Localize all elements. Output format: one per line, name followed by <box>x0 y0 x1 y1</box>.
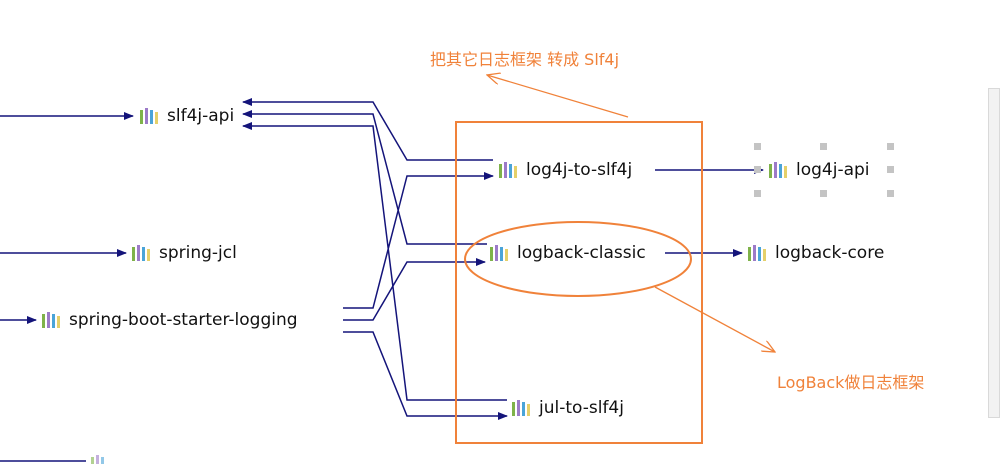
convert-note-text: 把其它日志框架 转成 Slf4j <box>430 50 620 69</box>
node-label: spring-boot-starter-logging <box>69 310 298 330</box>
maven-library-icon <box>499 162 517 178</box>
maven-library-icon <box>42 312 60 328</box>
node-label: spring-jcl <box>159 243 237 263</box>
selection-handle[interactable] <box>887 143 894 150</box>
maven-library-icon <box>490 245 508 261</box>
selection-handle[interactable] <box>820 190 827 197</box>
node-log4j-api[interactable]: log4j-api <box>768 158 870 182</box>
edge-starter-to-jul-to-slf4j <box>343 331 508 420</box>
selection-handle[interactable] <box>754 190 761 197</box>
node-jul-to-slf4j[interactable]: jul-to-slf4j <box>511 396 624 420</box>
node-slf4j-api[interactable]: slf4j-api <box>139 104 234 128</box>
selection-handle[interactable] <box>887 190 894 197</box>
maven-library-icon <box>132 245 150 261</box>
node-label: slf4j-api <box>167 106 235 126</box>
maven-library-icon <box>512 400 530 416</box>
node-label: log4j-api <box>796 160 870 180</box>
node-log4j-to-slf4j[interactable]: log4j-to-slf4j <box>498 158 632 182</box>
node-label: logback-classic <box>517 243 646 263</box>
vertical-scrollbar[interactable] <box>988 88 1000 418</box>
node-label: jul-to-slf4j <box>539 398 624 418</box>
node-spring-boot-starter-logging[interactable]: spring-boot-starter-logging <box>41 308 298 332</box>
node-spring-jcl[interactable]: spring-jcl <box>131 241 237 265</box>
edge-logback-classic-to-slf4j-api <box>242 110 487 245</box>
selection-handle[interactable] <box>754 143 761 150</box>
bridge-group-box <box>455 121 703 444</box>
edge-starter-to-logback-classic <box>343 258 486 321</box>
edge-jul-to-slf4j-to-slf4j-api <box>242 122 507 401</box>
edge-log4j-to-slf4j-to-slf4j-api <box>242 98 493 161</box>
logback-classic-highlight-ellipse <box>464 221 692 297</box>
node-label: logback-core <box>775 243 885 263</box>
selection-handle[interactable] <box>754 166 761 173</box>
logback-note-arrow <box>654 286 775 352</box>
maven-library-icon <box>769 162 787 178</box>
edge-starter-to-log4j-to-slf4j <box>343 172 494 309</box>
partial-library-icon <box>91 455 104 464</box>
selection-handle[interactable] <box>887 166 894 173</box>
node-logback-classic[interactable]: logback-classic <box>489 241 646 265</box>
convert-note-arrow <box>487 75 629 118</box>
maven-library-icon <box>140 108 158 124</box>
logback-note-text: LogBack做日志框架 <box>777 373 925 392</box>
selection-handle[interactable] <box>820 143 827 150</box>
node-logback-core[interactable]: logback-core <box>747 241 884 265</box>
maven-library-icon <box>748 245 766 261</box>
node-label: log4j-to-slf4j <box>526 160 633 180</box>
